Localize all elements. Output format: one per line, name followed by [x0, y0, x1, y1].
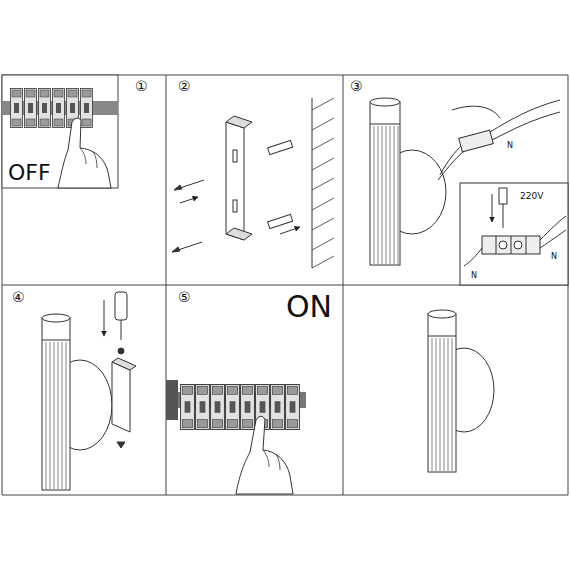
- finished-lamp: [428, 310, 494, 472]
- step-number: ⑤: [178, 290, 191, 304]
- breaker-on: [166, 380, 306, 494]
- wiring-lamp: [370, 98, 568, 285]
- step-number: ①: [135, 79, 148, 93]
- wire-label: N: [470, 272, 478, 280]
- bracket-mounting: [172, 98, 334, 268]
- fix-lamp: [42, 292, 136, 490]
- step-number: ③: [350, 79, 363, 93]
- wire-label: N: [550, 253, 558, 261]
- step-number: ④: [12, 290, 25, 304]
- wire-label: N: [506, 142, 514, 150]
- panel-grid: [2, 75, 568, 495]
- voltage-label: 220V: [519, 192, 544, 201]
- switch-state: OFF: [8, 162, 51, 184]
- step-number: ②: [178, 79, 191, 93]
- breaker-off: [2, 75, 118, 188]
- switch-state: ON: [286, 292, 332, 322]
